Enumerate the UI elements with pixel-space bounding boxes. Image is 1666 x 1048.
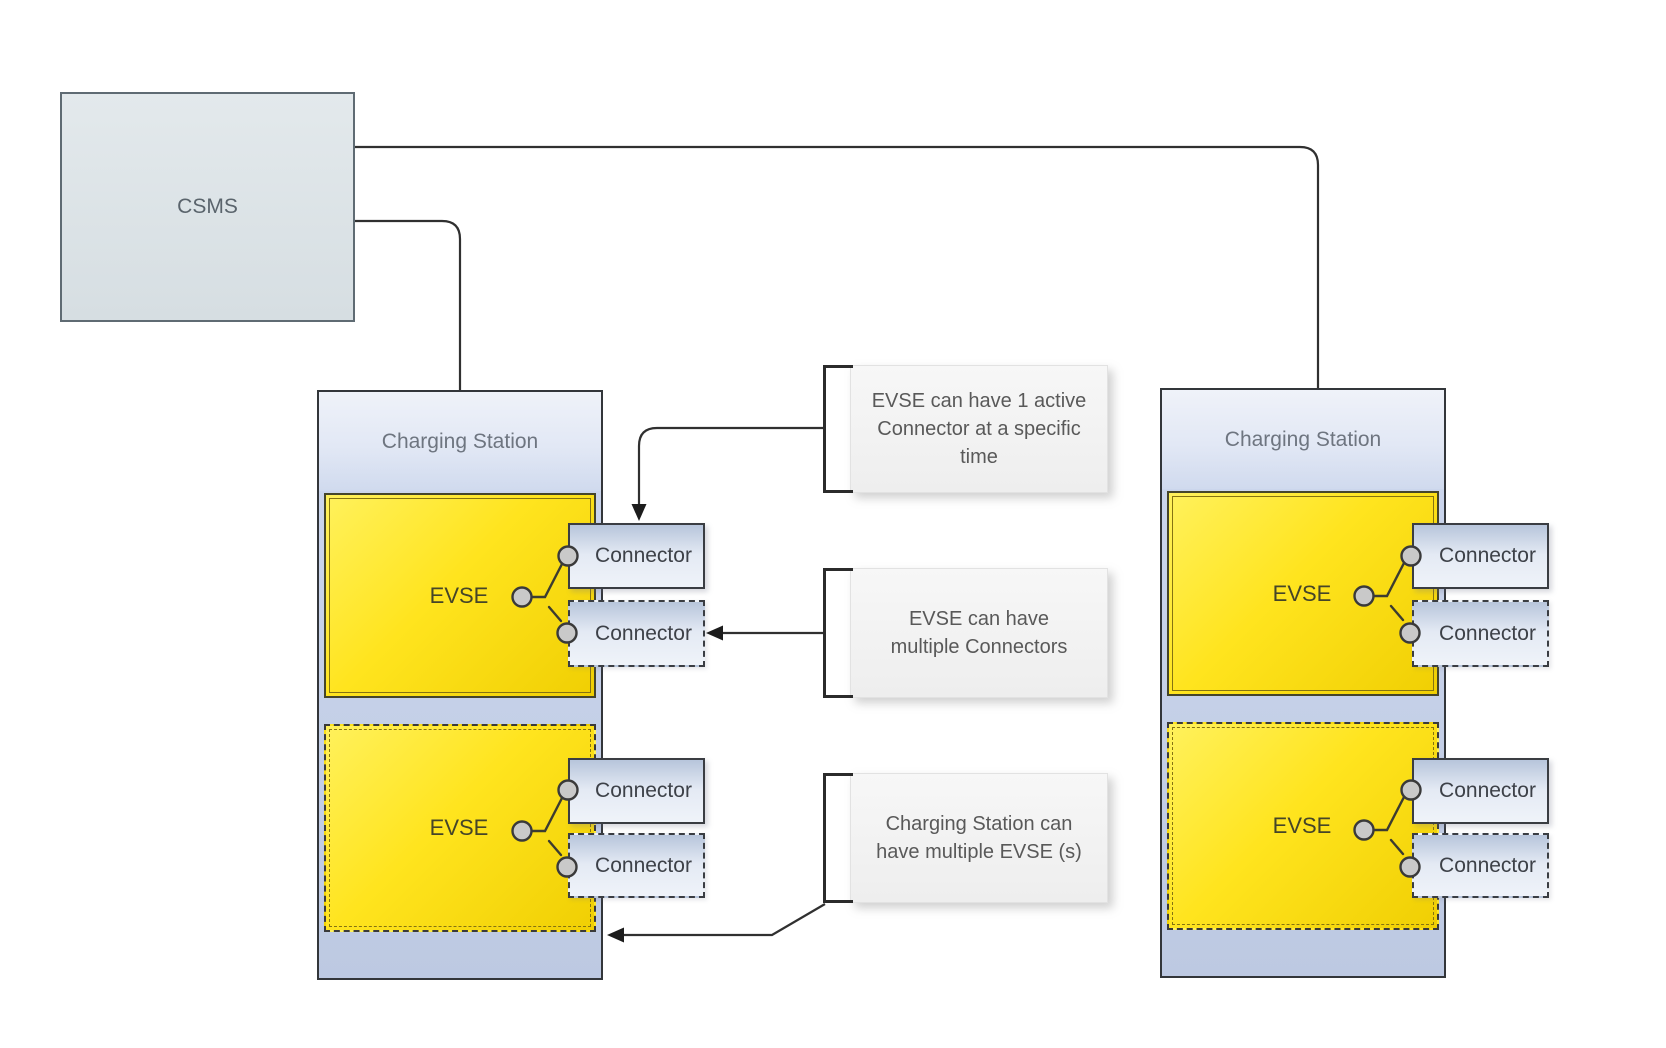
- connector-box-right-1b: Connector: [1412, 600, 1549, 667]
- connector-box-left-1b: Connector: [568, 600, 705, 667]
- annotation-multiple-evse: Charging Station can have multiple EVSE …: [850, 773, 1108, 903]
- connector-left-1b-label: Connector: [595, 621, 692, 645]
- evse-left-2-label: EVSE: [429, 815, 489, 840]
- annotation1-bracket-icon: [823, 365, 853, 493]
- annotation1-arrowhead-icon: [631, 504, 647, 521]
- charging-station-left-header: Charging Station: [319, 392, 601, 491]
- annotation-1-line-1: EVSE can have 1 active: [871, 390, 1087, 412]
- connector-right-1a-label: Connector: [1439, 544, 1536, 567]
- annotation1-arrow-line: [637, 426, 823, 505]
- charging-station-right: Charging Station EVSE EVSE: [1160, 388, 1446, 978]
- csms-box: CSMS: [60, 92, 355, 322]
- connector-box-left-2b: Connector: [568, 833, 705, 898]
- annotation-2-line-1: EVSE can have: [908, 608, 1050, 630]
- csms-label: CSMS: [177, 195, 238, 218]
- connector-box-left-1a: Connector: [568, 523, 705, 589]
- evse-box-left-2: EVSE: [324, 724, 596, 932]
- annotation3-arrow-line: [623, 903, 826, 937]
- annotation-multiple-connectors: EVSE can have multiple Connectors: [850, 568, 1108, 698]
- connector-left-2a-label: Connector: [595, 779, 692, 802]
- connector-right-2a-label: Connector: [1439, 779, 1536, 802]
- csms-to-left-station-line: [355, 219, 462, 390]
- annotation-1-line-2: Connector at a specific: [877, 418, 1081, 440]
- connector-right-2b-label: Connector: [1439, 853, 1536, 877]
- evse-box-right-1: EVSE: [1167, 491, 1439, 696]
- connector-left-1a-label: Connector: [595, 544, 692, 567]
- annotation-2-line-2: multiple Connectors: [890, 636, 1068, 658]
- annotation2-bracket-icon: [823, 568, 853, 698]
- charging-station-right-label: Charging Station: [1224, 427, 1382, 451]
- evse-right-1-label: EVSE: [1272, 580, 1332, 606]
- connector-box-right-2a: Connector: [1412, 758, 1549, 824]
- annotation-active-connector: EVSE can have 1 active Connector at a sp…: [850, 365, 1108, 493]
- charging-station-left-label: Charging Station: [381, 429, 539, 453]
- charging-station-left: Charging Station EVSE EVSE: [317, 390, 603, 980]
- csms-to-right-station-line: [355, 145, 1320, 388]
- annotation-1-line-3: time: [960, 446, 998, 468]
- evse-left-1-label: EVSE: [429, 582, 489, 608]
- evse-box-right-2: EVSE: [1167, 722, 1439, 930]
- connector-box-right-2b: Connector: [1412, 833, 1549, 898]
- annotation2-arrowhead-icon: [706, 625, 723, 641]
- annotation3-arrowhead-icon: [607, 927, 624, 943]
- evse-box-left-1: EVSE: [324, 493, 596, 698]
- connector-right-1b-label: Connector: [1439, 621, 1536, 645]
- annotation3-bracket-icon: [823, 773, 853, 903]
- charging-station-right-header: Charging Station: [1162, 390, 1444, 489]
- connector-left-2b-label: Connector: [595, 853, 692, 877]
- connector-box-right-1a: Connector: [1412, 523, 1549, 589]
- evse-right-2-label: EVSE: [1272, 813, 1332, 838]
- connector-box-left-2a: Connector: [568, 758, 705, 824]
- annotation-3-line-1: Charging Station can: [885, 813, 1073, 835]
- annotation-3-line-2: have multiple EVSE (s): [876, 841, 1082, 863]
